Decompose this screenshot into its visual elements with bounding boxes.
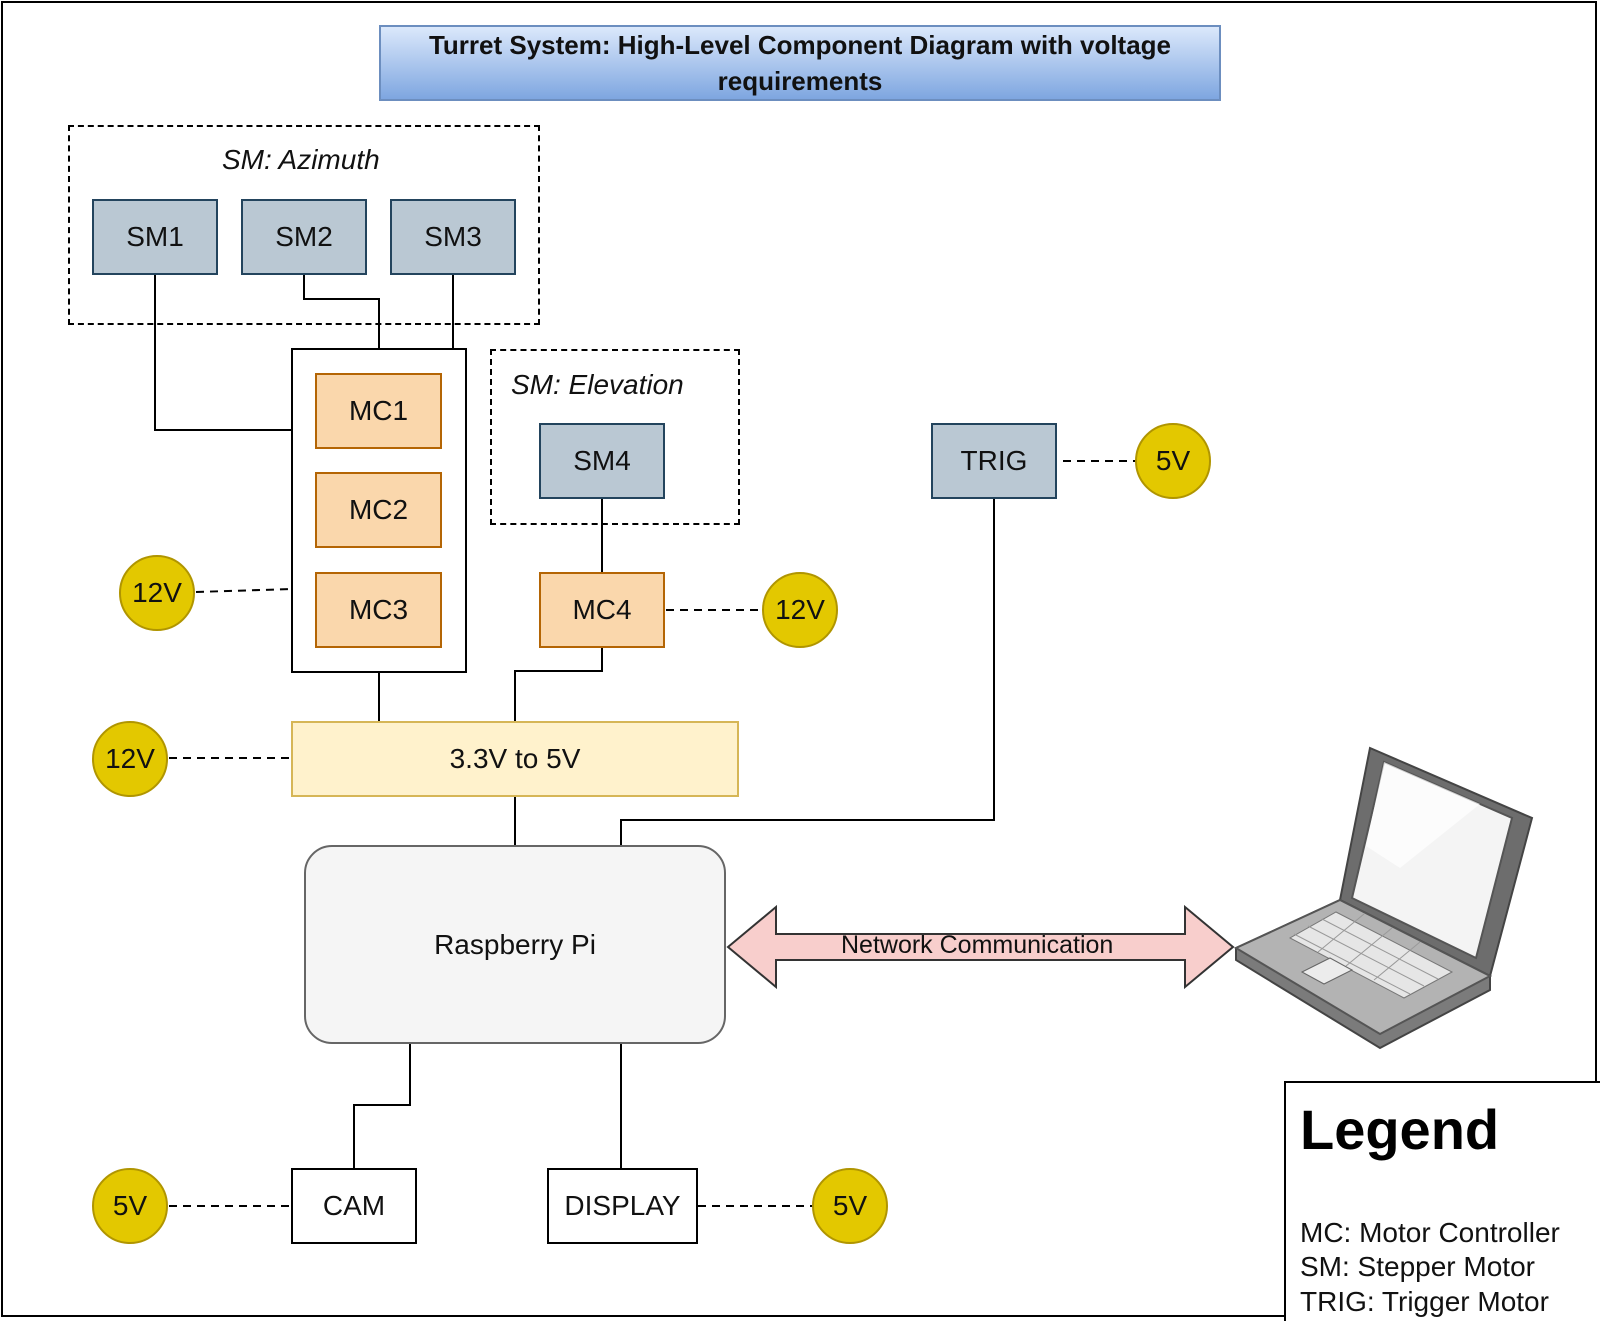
legend: Legend MC: Motor Controller SM: Stepper … [1284, 1081, 1600, 1321]
legend-item-mc: MC: Motor Controller [1300, 1217, 1560, 1248]
mc3-box: MC3 [315, 572, 442, 648]
sm3-box: SM3 [390, 199, 516, 275]
cam-box: CAM [291, 1168, 417, 1244]
mc2-box: MC2 [315, 472, 442, 548]
voltage-badge-trig: 5V [1135, 423, 1211, 499]
wire-mc4-converter [514, 647, 603, 721]
elevation-group-label: SM: Elevation [511, 369, 684, 400]
mc1-box: MC1 [315, 373, 442, 449]
wire-sm1-mc [154, 273, 292, 431]
raspberry-pi: Raspberry Pi [304, 845, 726, 1044]
legend-item-trig: TRIG: Trigger Motor [1300, 1286, 1549, 1317]
wire-trig-pi [620, 498, 995, 845]
voltage-badge-mc4: 12V [762, 572, 838, 648]
mc4-box: MC4 [539, 572, 665, 648]
legend-item-sm: SM: Stepper Motor [1300, 1251, 1535, 1282]
sm1-box: SM1 [92, 199, 218, 275]
voltage-converter: 3.3V to 5V [291, 721, 739, 797]
network-label: Network Communication [841, 931, 1114, 959]
voltage-badge-cam: 5V [92, 1168, 168, 1244]
trig-box: TRIG [931, 423, 1057, 499]
network-arrow [726, 904, 1235, 990]
diagram-title: Turret System: High-Level Component Diag… [379, 25, 1221, 101]
dash-12v-mcgroup [195, 588, 293, 593]
elevation-group [490, 349, 740, 525]
voltage-badge-display: 5V [812, 1168, 888, 1244]
display-box: DISPLAY [547, 1168, 698, 1244]
azimuth-group [68, 125, 540, 325]
azimuth-group-label: SM: Azimuth [222, 144, 380, 175]
sm4-box: SM4 [539, 423, 665, 499]
voltage-badge-converter: 12V [92, 721, 168, 797]
voltage-badge-mc-group: 12V [119, 555, 195, 631]
wire-pi-cam [353, 1044, 411, 1168]
laptop-icon [1233, 746, 1534, 1050]
legend-title: Legend [1300, 1098, 1500, 1161]
sm2-box: SM2 [241, 199, 367, 275]
